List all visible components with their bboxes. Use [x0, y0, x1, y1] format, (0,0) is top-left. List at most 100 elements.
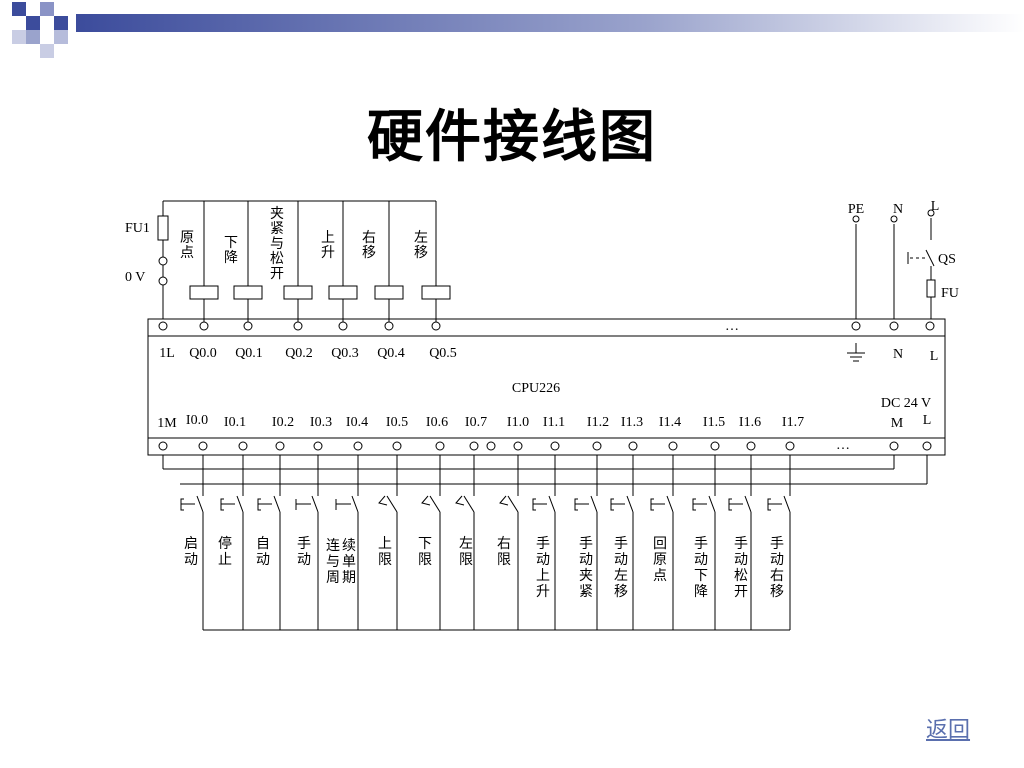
input-label: 动	[734, 552, 748, 568]
terminal-label-input: I0.1	[224, 415, 246, 430]
terminal-bottom	[746, 441, 756, 451]
terminal-top	[889, 321, 899, 331]
input-label: 停	[218, 535, 232, 552]
terminal-label-input: I0.5	[386, 415, 408, 430]
power-label: DC 24 V	[881, 396, 931, 411]
input-label: 下	[694, 568, 708, 584]
input-label: 动	[297, 552, 311, 568]
terminal-bottom	[469, 441, 479, 451]
terminal-label-output: Q0.1	[235, 346, 263, 361]
terminal-label-input: I1.5	[703, 415, 725, 430]
input-label: 左	[614, 568, 628, 584]
input-label: 上	[378, 536, 392, 552]
limit-switch-icon	[507, 495, 519, 513]
terminal-top	[199, 321, 209, 331]
output-label: 与	[270, 236, 284, 252]
terminal-top	[431, 321, 441, 331]
terminal-bottom	[353, 441, 363, 451]
output-label: 松	[270, 251, 284, 267]
deco-square	[54, 16, 68, 30]
input-label: 限	[497, 552, 511, 568]
pushbutton-icon	[196, 495, 204, 513]
input-label: 动	[579, 552, 593, 568]
terminal-top	[338, 321, 348, 331]
input-label: 原	[653, 552, 667, 568]
terminal-bottom	[392, 441, 402, 451]
input-label: 动	[536, 552, 550, 568]
terminal-label-input: I0.7	[465, 415, 487, 430]
input-label: 开	[734, 584, 748, 600]
deco-square	[26, 16, 40, 30]
input-label: 手	[297, 536, 311, 552]
pushbutton-icon	[783, 495, 791, 513]
input-label: 点	[653, 568, 667, 584]
terminal-label-input: I0.6	[426, 415, 448, 430]
input-label: 手	[614, 536, 628, 552]
input-label: 手	[579, 536, 593, 552]
output-coil	[189, 285, 219, 300]
output-label: 左	[414, 230, 428, 246]
terminal-top	[925, 321, 935, 331]
input-label: 升	[536, 584, 550, 600]
input-label: 期	[342, 570, 356, 586]
output-label: 右	[362, 230, 376, 246]
terminal-top	[384, 321, 394, 331]
terminal-bottom	[889, 441, 899, 451]
pushbutton-icon	[666, 495, 674, 513]
output-label: 开	[270, 266, 284, 282]
terminal-bottom	[668, 441, 678, 451]
terminal-bottom	[592, 441, 602, 451]
limit-switch-icon	[386, 495, 398, 513]
terminal-bottom	[158, 441, 168, 451]
back-link[interactable]: 返回	[926, 718, 971, 743]
terminal-label-l: L	[930, 349, 939, 364]
deco-square	[40, 44, 54, 58]
input-label: 连	[326, 538, 340, 554]
limit-switch-icon	[429, 495, 441, 513]
terminal-l	[927, 209, 935, 217]
output-label: 原	[180, 230, 194, 246]
terminal-bottom	[628, 441, 638, 451]
terminal-bottom	[550, 441, 560, 451]
deco-square	[12, 30, 26, 44]
input-label: 限	[418, 552, 432, 568]
pushbutton-icon	[273, 495, 281, 513]
terminal-label-input: I1.0	[507, 415, 529, 430]
terminal-label-input: I0.0	[186, 413, 208, 428]
input-label: 动	[694, 552, 708, 568]
terminal-label-input: I1.3	[621, 415, 643, 430]
terminal-label-input: I1.2	[587, 415, 609, 430]
qs-switch-blade	[925, 249, 935, 267]
input-label: 自	[256, 536, 270, 552]
pushbutton-icon	[626, 495, 634, 513]
output-label: 移	[362, 245, 376, 261]
fuse-label: FU1	[125, 221, 150, 236]
terminal-label-n: N	[893, 347, 903, 362]
terminal-ellipsis: …	[836, 438, 850, 453]
input-label: 续	[342, 537, 356, 554]
terminal-label-output: Q0.3	[331, 346, 359, 361]
terminal-label-output: Q0.0	[189, 346, 217, 361]
input-label: 上	[536, 568, 550, 584]
switch-label: QS	[938, 252, 956, 267]
plc-module	[147, 318, 946, 456]
voltage-label: 0 V	[125, 270, 145, 285]
terminal-bottom	[435, 441, 445, 451]
input-label: 手	[694, 536, 708, 552]
input-label: 右	[497, 536, 511, 552]
deco-square	[54, 30, 68, 44]
mains-label-l: L	[931, 199, 940, 214]
output-label: 升	[321, 245, 335, 261]
pushbutton-icon	[744, 495, 752, 513]
terminal-label-input: I1.1	[543, 415, 565, 430]
terminal-0v-upper	[158, 256, 168, 266]
pushbutton-icon	[708, 495, 716, 513]
toggle-switch-icon	[351, 495, 359, 513]
limit-switch-icon	[378, 495, 388, 506]
input-label: 下	[418, 536, 432, 552]
fuse-label: FU	[941, 286, 959, 301]
limit-switch-icon	[455, 495, 465, 506]
terminal-label-input: I1.4	[659, 415, 681, 430]
output-coil	[283, 285, 313, 300]
limit-switch-icon	[499, 495, 509, 506]
